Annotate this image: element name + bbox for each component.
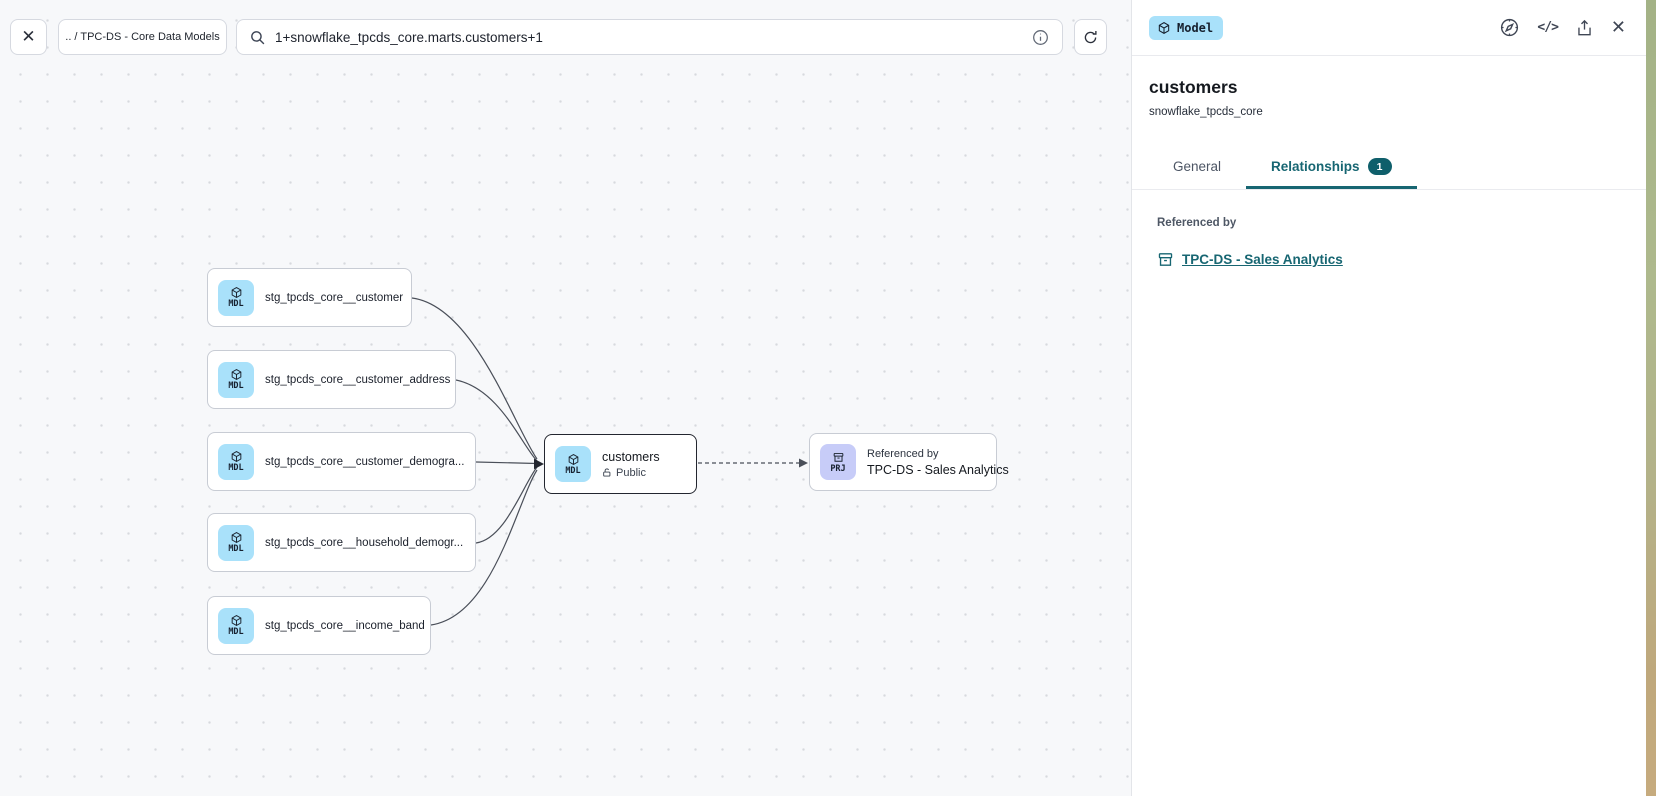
search-icon [249, 29, 266, 46]
close-lineage-button[interactable]: ✕ [10, 19, 47, 55]
breadcrumb-label: .. / TPC-DS - Core Data Models [65, 31, 220, 43]
node-stg-tpcds-core-customer-demographics[interactable]: MDL stg_tpcds_core__customer_demogra... [207, 432, 476, 491]
breadcrumb[interactable]: .. / TPC-DS - Core Data Models [58, 19, 227, 55]
model-type-badge: MDL [218, 607, 254, 644]
node-label: stg_tpcds_core__customer [265, 291, 404, 304]
cube-icon [1158, 21, 1170, 34]
cube-icon [231, 451, 241, 463]
cube-icon [231, 369, 241, 381]
panel-header: Model </> ✕ [1132, 0, 1646, 56]
lineage-canvas[interactable]: ✕ .. / TPC-DS - Core Data Models M [0, 0, 1131, 796]
model-type-badge: MDL [218, 524, 254, 561]
referenced-by-link[interactable]: TPC-DS - Sales Analytics [1157, 251, 1343, 268]
info-icon[interactable] [1031, 28, 1050, 47]
node-stg-tpcds-core-customer-address[interactable]: MDL stg_tpcds_core__customer_address [207, 350, 456, 409]
node-label: stg_tpcds_core__customer_demogra... [265, 455, 465, 468]
lineage-edges [411, 297, 808, 626]
model-type-badge: MDL [218, 361, 254, 398]
panel-subtitle: snowflake_tpcds_core [1149, 106, 1263, 118]
relationships-count-badge: 1 [1367, 158, 1392, 175]
desktop-wallpaper-edge [1646, 0, 1656, 796]
node-visibility: Public [602, 467, 660, 479]
node-label: customers [602, 449, 660, 464]
node-referenced-by-project[interactable]: PRJ Referenced by TPC-DS - Sales Analyti… [809, 433, 1009, 491]
node-label: stg_tpcds_core__household_demogr... [265, 536, 464, 549]
node-label: stg_tpcds_core__income_band [265, 619, 425, 632]
cube-icon [231, 287, 241, 299]
node-stg-tpcds-core-customer[interactable]: MDL stg_tpcds_core__customer [207, 268, 412, 327]
close-panel-icon[interactable]: ✕ [1610, 17, 1626, 37]
referenced-by-heading: Referenced by [1157, 217, 1237, 229]
refresh-icon [1082, 29, 1099, 46]
cube-icon [231, 615, 241, 627]
share-icon[interactable] [1575, 18, 1594, 38]
lineage-selector-bar[interactable] [236, 19, 1063, 55]
entity-type-badge: Model [1149, 15, 1224, 40]
node-stg-tpcds-core-income-band[interactable]: MDL stg_tpcds_core__income_band [207, 596, 431, 655]
node-customers-selected[interactable]: MDL customers Public [544, 434, 697, 494]
node-label: TPC-DS - Sales Analytics [867, 462, 1009, 477]
cube-icon [568, 453, 578, 465]
node-label: stg_tpcds_core__customer_address [265, 373, 451, 386]
view-code-icon[interactable]: </> [1537, 20, 1559, 35]
cube-icon [231, 532, 241, 544]
model-type-badge: MDL [218, 279, 254, 316]
lineage-selector-input[interactable] [275, 29, 1022, 45]
panel-title: customers [1149, 77, 1238, 97]
tab-relationships[interactable]: Relationships 1 [1246, 148, 1417, 189]
model-type-badge: MDL [555, 446, 591, 482]
explore-lineage-icon[interactable] [1499, 17, 1520, 38]
model-type-badge: MDL [218, 443, 254, 480]
details-panel: Model </> ✕ customers snowflake_tpcds_c [1131, 0, 1646, 796]
refresh-button[interactable] [1074, 19, 1107, 55]
project-type-badge: PRJ [820, 444, 856, 480]
node-stg-tpcds-core-household-demographics[interactable]: MDL stg_tpcds_core__household_demogr... [207, 513, 476, 572]
archive-icon [1158, 253, 1173, 266]
tab-general[interactable]: General [1173, 159, 1222, 174]
node-caption: Referenced by [867, 447, 939, 460]
archive-icon [833, 452, 843, 462]
unlock-icon [603, 468, 611, 477]
panel-tabs: General Relationships 1 [1132, 148, 1646, 190]
close-icon: ✕ [21, 27, 36, 46]
